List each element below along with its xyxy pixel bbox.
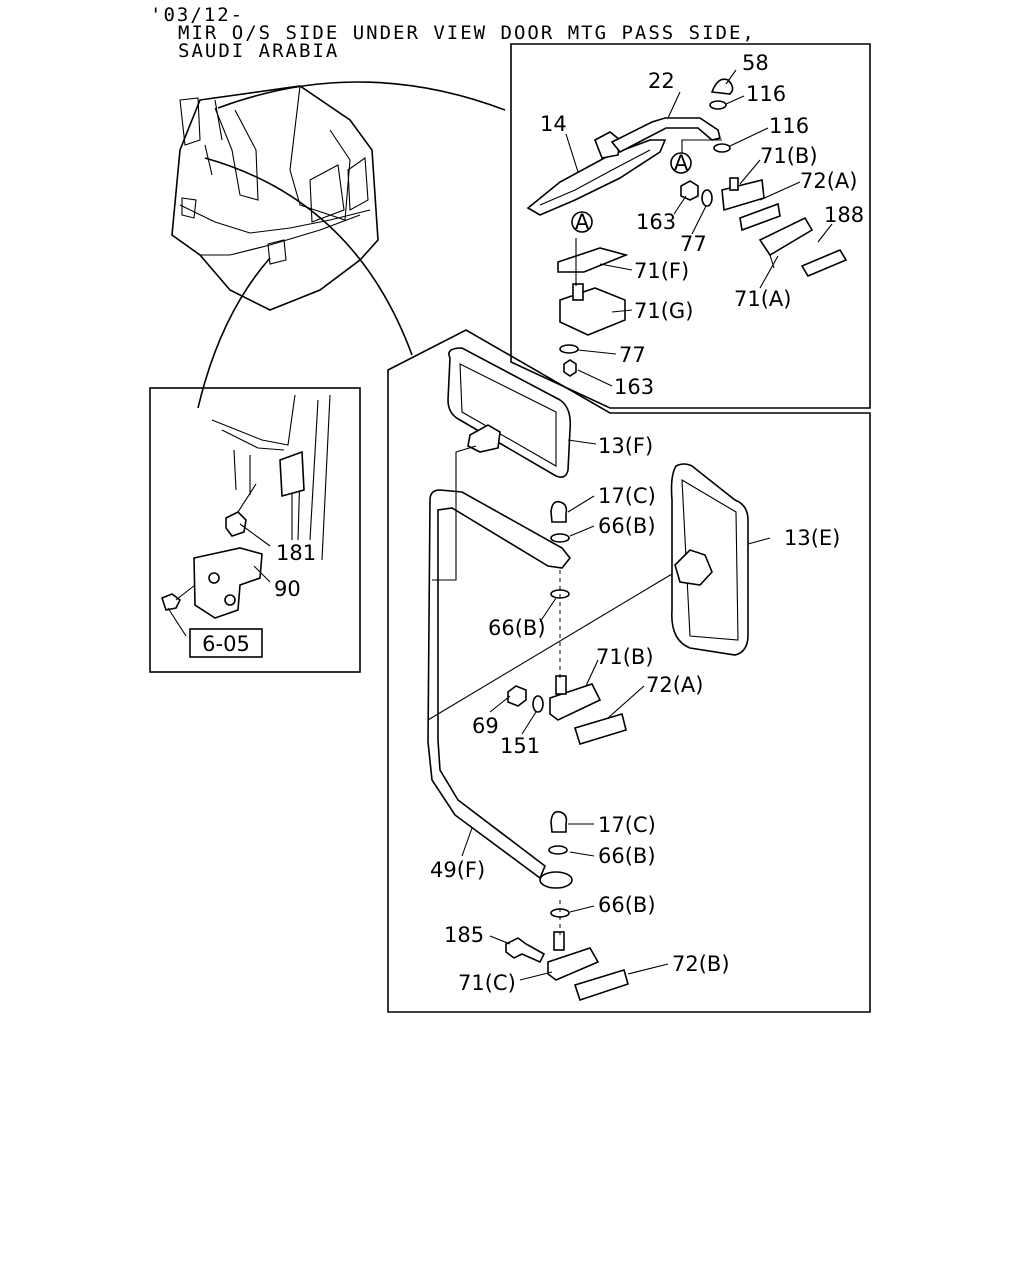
label-188 — [800, 248, 848, 278]
callout-116b: 116 — [769, 114, 809, 138]
callout-72a-top: 72(A) — [800, 169, 857, 193]
cap-nut-17c-upper — [550, 500, 568, 523]
pointer-arc-main — [204, 157, 413, 356]
bracket-71f — [557, 247, 629, 273]
washer-77a — [701, 189, 713, 207]
bracket-71b-main — [549, 675, 602, 721]
pointer-arc-top — [217, 81, 506, 111]
mirror-13f — [447, 347, 572, 478]
callout-163a: 163 — [636, 210, 676, 234]
header-date: '03/12- — [150, 4, 245, 26]
callout-90: 90 — [274, 577, 301, 601]
callout-71f: 71(F) — [634, 259, 689, 283]
callout-77b: 77 — [619, 343, 646, 367]
mirror-13e — [670, 463, 749, 656]
cap-nut-58 — [710, 78, 734, 95]
callout-66b-c: 66(B) — [598, 844, 656, 868]
bracket-90 — [193, 547, 263, 619]
callout-71c: 71(C) — [458, 971, 516, 995]
washer-66b-a — [550, 533, 570, 543]
nut-163b — [563, 359, 577, 377]
nut-163a — [680, 180, 699, 201]
callout-71b-main: 71(B) — [596, 645, 654, 669]
callout-13f: 13(F) — [598, 434, 653, 458]
bracket-71b-top — [721, 177, 765, 212]
mirror-14 — [526, 131, 667, 216]
bracket-71c — [547, 931, 600, 981]
washer-116b — [713, 143, 731, 153]
callout-188: 188 — [824, 203, 864, 227]
callout-13e: 13(E) — [784, 526, 840, 550]
callout-58: 58 — [742, 51, 769, 75]
mirror-stay-49f — [427, 489, 573, 889]
bracket-71a — [758, 216, 814, 269]
circle-marker-a1: A — [670, 151, 692, 175]
callout-6-05[interactable]: 6-05 — [202, 632, 250, 656]
callout-77a: 77 — [680, 232, 707, 256]
clip-181 — [225, 483, 257, 537]
detail-frame-top — [510, 43, 871, 409]
svg-text:A: A — [674, 151, 689, 175]
circle-marker-a2: A — [571, 210, 593, 234]
callout-71g: 71(G) — [634, 299, 693, 323]
svg-text:A: A — [575, 210, 590, 234]
callout-116a: 116 — [746, 82, 786, 106]
bolt-6-05 — [161, 584, 196, 611]
callout-66b-d: 66(B) — [598, 893, 656, 917]
callout-181: 181 — [276, 541, 316, 565]
callout-17c-lower: 17(C) — [598, 813, 656, 837]
door-section-illustration — [211, 394, 331, 561]
cap-nut-17c-lower — [550, 810, 568, 833]
reference-box-6-05[interactable] — [189, 628, 263, 658]
callout-163b: 163 — [614, 375, 654, 399]
callout-22: 22 — [648, 69, 675, 93]
header-title: MIR O/S SIDE UNDER VIEW DOOR MTG PASS SI… — [178, 22, 756, 44]
callout-72b: 72(B) — [672, 952, 730, 976]
washer-66b-c — [548, 845, 568, 855]
callout-69: 69 — [472, 714, 499, 738]
washer-77b — [559, 344, 579, 354]
mirror-arm-22 — [610, 117, 721, 154]
callout-71b-top: 71(B) — [760, 144, 818, 168]
washer-151 — [532, 695, 544, 713]
callout-49f: 49(F) — [430, 858, 485, 882]
plate-72a-top — [739, 202, 781, 232]
leader-lines — [167, 69, 833, 981]
pointer-arc-left — [197, 257, 271, 409]
callout-72a-main: 72(A) — [646, 673, 703, 697]
detail-frame-main — [387, 329, 871, 1013]
bolt-185 — [505, 937, 546, 964]
washer-116a — [709, 100, 727, 110]
truck-cab-illustration — [171, 85, 379, 311]
callout-151: 151 — [500, 734, 540, 758]
plate-72a-main — [573, 712, 627, 745]
callout-66b-a: 66(B) — [598, 514, 656, 538]
callout-14: 14 — [540, 112, 567, 136]
callout-185: 185 — [444, 923, 484, 947]
callout-17c-upper: 17(C) — [598, 484, 656, 508]
detail-frame-left — [149, 387, 361, 673]
plate-72b — [573, 968, 629, 1002]
bracket-71g — [559, 283, 626, 336]
callout-66b-b: 66(B) — [488, 616, 546, 640]
leader-mirror-13f — [432, 445, 477, 581]
leader-mirror-13e — [427, 573, 673, 721]
nut-69 — [507, 685, 527, 707]
header-region: SAUDI ARABIA — [178, 40, 340, 62]
callout-71a: 71(A) — [734, 287, 791, 311]
